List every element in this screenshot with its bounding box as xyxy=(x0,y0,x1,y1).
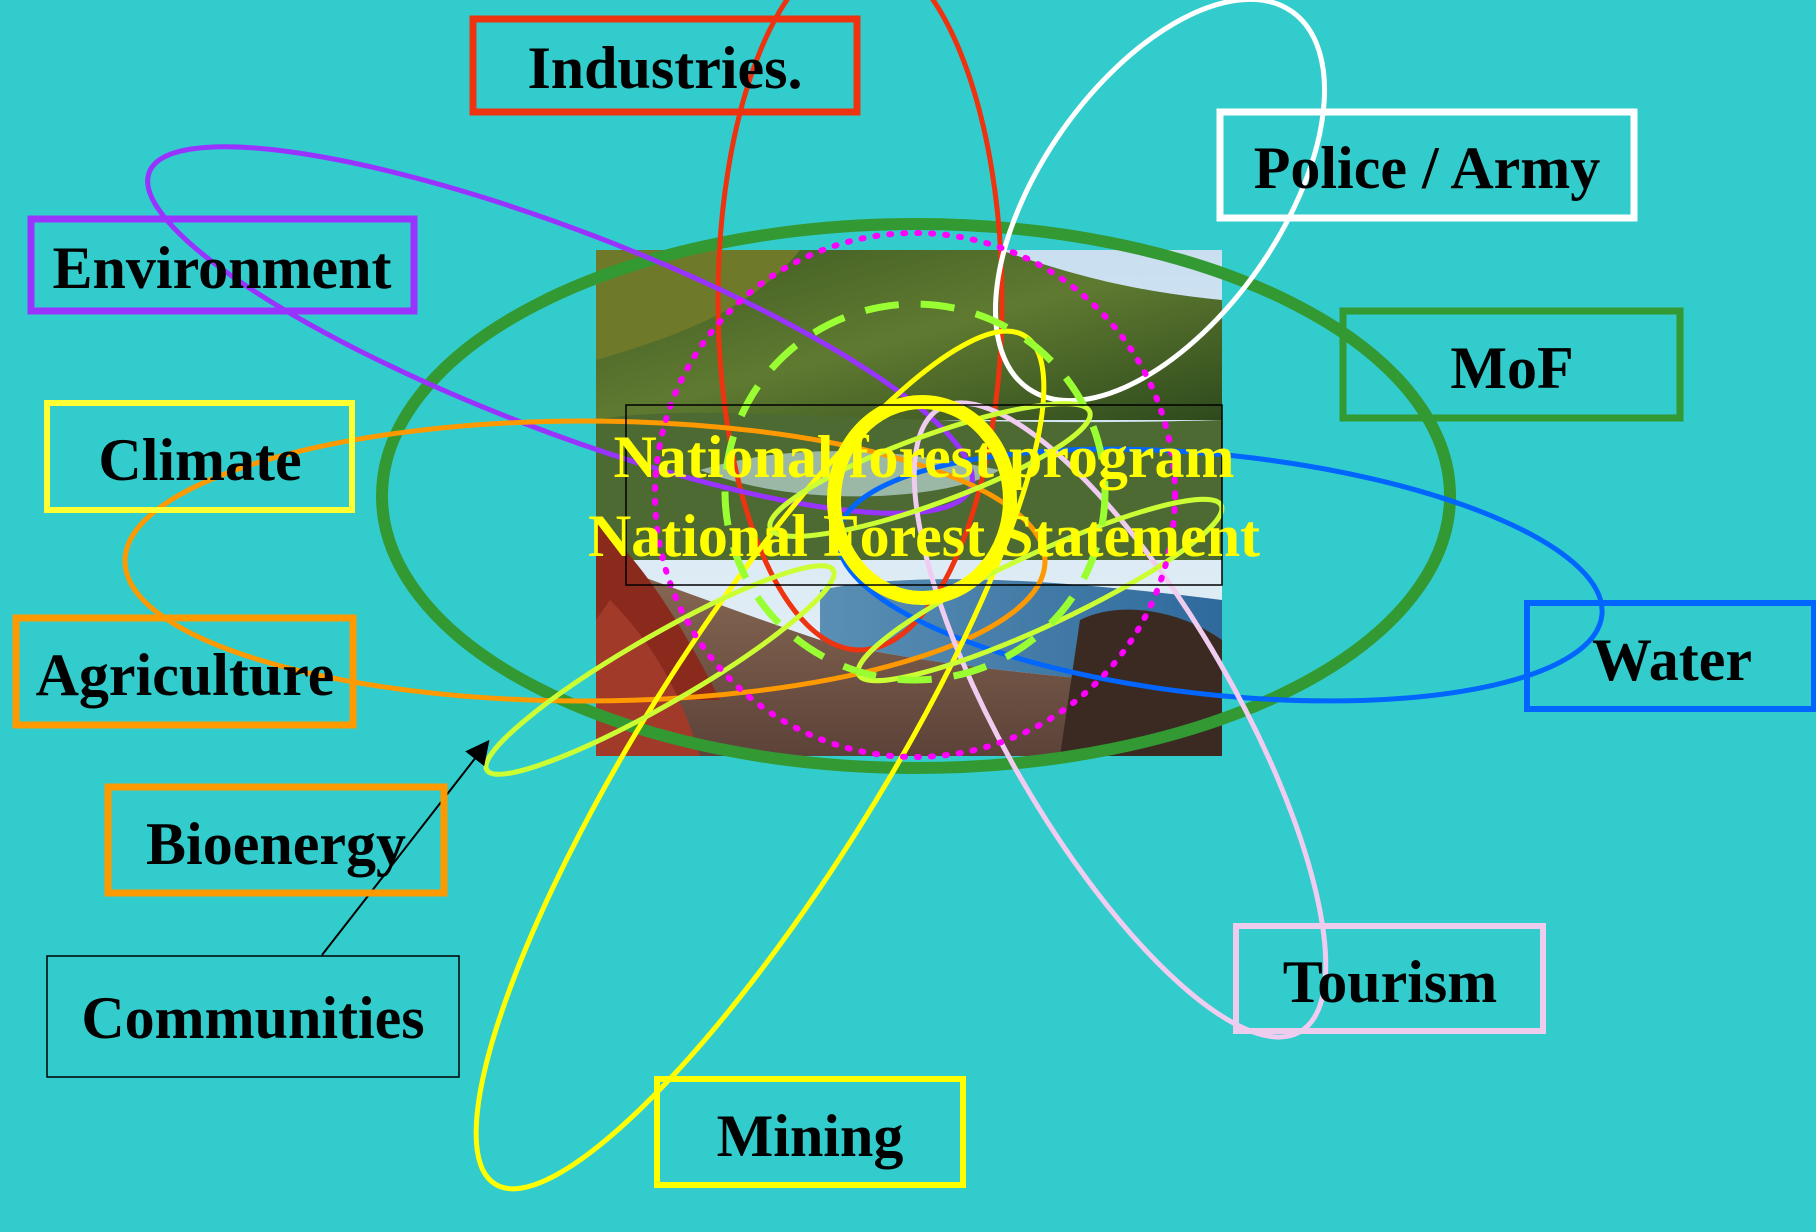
agriculture-ellipse xyxy=(122,418,1048,704)
node-label-communities: Communities xyxy=(81,985,424,1051)
node-label-bioenergy: Bioenergy xyxy=(146,811,406,877)
node-label-industries: Industries. xyxy=(527,35,802,101)
node-label-agriculture: Agriculture xyxy=(36,642,335,708)
node-communities: Communities xyxy=(46,955,460,1078)
community-ellipse-1 xyxy=(767,401,1093,539)
node-agriculture: Agriculture xyxy=(12,614,357,729)
dotted-ellipse xyxy=(652,230,1178,760)
node-label-tourism: Tourism xyxy=(1283,949,1498,1015)
police-army-ellipse xyxy=(992,0,1328,404)
node-label-mining: Mining xyxy=(717,1103,904,1169)
node-mining: Mining xyxy=(654,1076,966,1188)
core-circle xyxy=(827,395,1017,605)
communities-arrow xyxy=(321,739,490,956)
node-label-climate: Climate xyxy=(98,427,301,493)
node-label-police-army: Police / Army xyxy=(1254,135,1601,201)
node-label-water: Water xyxy=(1592,627,1752,693)
climate-ellipse xyxy=(721,300,1109,684)
stakeholder-ellipses xyxy=(122,0,1605,1192)
node-bioenergy: Bioenergy xyxy=(104,783,448,897)
industries-ellipse xyxy=(715,0,1005,653)
node-label-environment: Environment xyxy=(53,235,392,301)
bioenergy-ellipse xyxy=(483,563,837,777)
node-industries: Industries. xyxy=(469,15,861,116)
center-title-line2: National Forest Statement xyxy=(588,503,1260,569)
node-tourism: Tourism xyxy=(1233,923,1546,1034)
node-mof: MoF xyxy=(1339,307,1684,422)
mof-ellipse xyxy=(376,218,1456,774)
node-environment: Environment xyxy=(27,215,418,315)
node-label-mof: MoF xyxy=(1450,335,1573,401)
node-climate: Climate xyxy=(44,400,355,513)
mining-ellipse xyxy=(473,328,1047,1192)
node-police-army: Police / Army xyxy=(1216,108,1638,222)
node-water: Water xyxy=(1524,600,1816,712)
center-title-frame xyxy=(625,404,1223,586)
center-title-line1: National forest program xyxy=(613,424,1234,490)
